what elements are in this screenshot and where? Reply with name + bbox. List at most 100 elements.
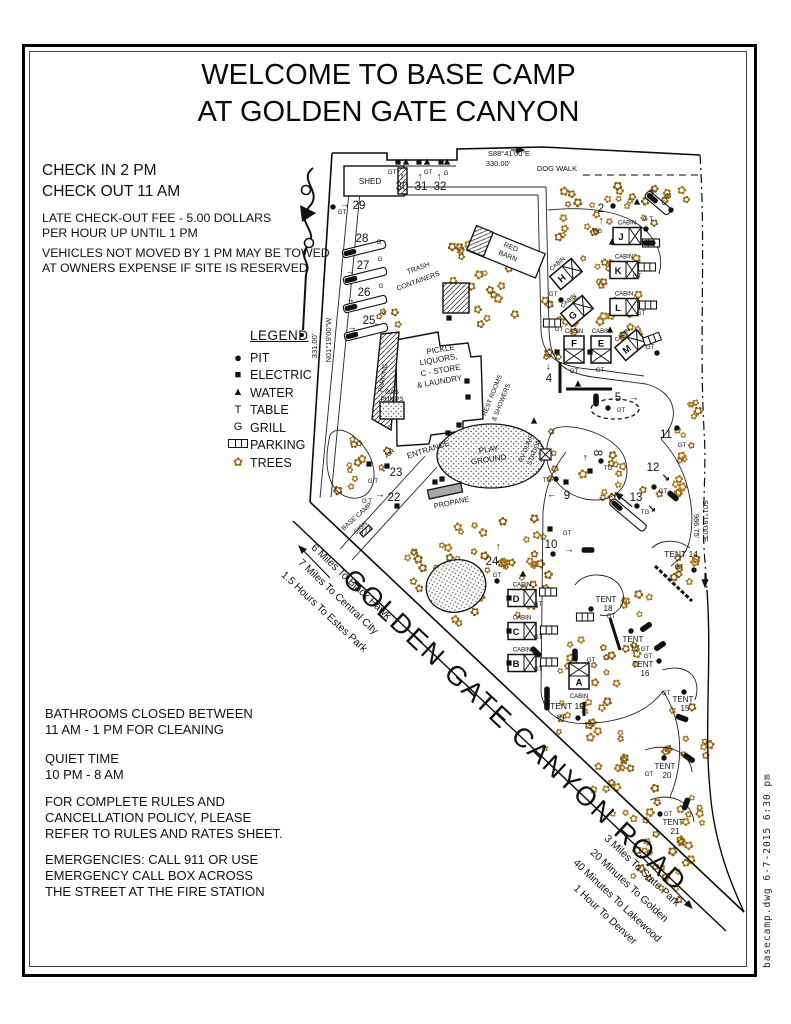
legend-label: WATER [250, 385, 294, 400]
site-number-4: 4 [546, 373, 553, 385]
tree-icon: ✿ [537, 292, 554, 309]
tree-icon: ✿ [661, 191, 673, 202]
electric-marker [587, 349, 593, 355]
electric-icon: ■ [234, 368, 242, 381]
site-number-10: 10 [545, 539, 558, 551]
tree-icon: ✿ [526, 510, 543, 527]
cabin-letter: B [513, 659, 520, 670]
electric-marker [587, 468, 593, 474]
tree-icon: ✿ [602, 652, 611, 663]
tree-icon: ✿ [409, 551, 427, 567]
tree-icon: ✿ [505, 556, 517, 570]
tree-icon: ✿ [684, 399, 696, 410]
cabin-caption: CABIN [614, 327, 632, 343]
legend-item-parking: PARKING [226, 437, 312, 455]
tree-icon: ✿ [354, 452, 370, 466]
grill-table-mark: G [378, 256, 383, 263]
tree-icon: ✿ [632, 643, 643, 655]
map-label: LIQUORS, [419, 352, 458, 368]
tree-icon: ✿ [506, 244, 521, 261]
tree-icon: ✿ [508, 596, 522, 611]
tree-icon: ✿ [648, 186, 655, 196]
vehicle-icon [681, 797, 691, 811]
grill-table-mark: GT [563, 530, 572, 537]
legend-item-grill: G GRILL [226, 419, 312, 437]
tree-icon: ✿ [611, 458, 620, 470]
area-outline [436, 423, 546, 489]
tree-icon: ✿ [610, 760, 626, 776]
tree-icon: ✿ [556, 211, 571, 226]
water-icon: ▲ [232, 386, 244, 399]
parking-pad-icon [575, 612, 595, 622]
parking-pad-icon [542, 318, 562, 328]
tree-icon: ✿ [531, 529, 543, 543]
tree-icon: ✿ [662, 742, 675, 757]
cabin-letter: M [621, 343, 634, 357]
tree-icon: ✿ [640, 836, 653, 850]
tree-icon: ✿ [574, 466, 592, 482]
site-number-26: 26 [358, 287, 371, 299]
grill-table-mark: GT [607, 613, 616, 620]
vehicles-line-2: AT OWNERS EXPENSE IF SITE IS RESERVED [42, 261, 308, 275]
tree-icon: ✿ [589, 723, 606, 740]
vehicle-icon [544, 697, 550, 711]
building [371, 331, 400, 432]
tree-icon: ✿ [625, 341, 636, 356]
title-line-2: AT GOLDEN GATE CANYON [197, 96, 580, 128]
tree-icon: ✿ [631, 585, 647, 603]
tree-icon: ✿ [629, 870, 639, 882]
late-fee-line-1: LATE CHECK-OUT FEE - 5.00 DOLLARS [42, 211, 272, 225]
site-number-11: 11 [660, 429, 672, 441]
site-arrow: → [375, 490, 385, 501]
tree-icon: ✿ [674, 832, 687, 848]
tree-icon: ✿ [603, 257, 618, 271]
tree-icon: ✿ [348, 434, 357, 445]
tree-icon: ✿ [616, 750, 633, 766]
fence [608, 617, 622, 651]
tree-icon: ✿ [556, 713, 565, 725]
tree-icon: ✿ [633, 323, 643, 335]
title-line-1: WELCOME TO BASE CAMP [201, 59, 576, 91]
tree-icon: ✿ [617, 267, 634, 283]
tree-icon: ✿ [619, 755, 630, 768]
tree-icon: ✿ [628, 841, 647, 859]
tree-icon: ✿ [577, 674, 590, 688]
tree-icon: ✿ [529, 558, 540, 569]
emergency-line-3: THE STREET AT THE FIRE STATION [45, 884, 265, 899]
tree-icon: ✿ [496, 555, 513, 570]
cabin-letter: K [615, 266, 622, 277]
vehicle-icon [572, 648, 578, 662]
cabin-caption: CABIN [513, 616, 531, 622]
tree-icon: ✿ [501, 562, 511, 573]
tree-icon: ✿ [623, 321, 636, 333]
pit-marker [494, 578, 500, 584]
tree-icon: ✿ [579, 705, 592, 718]
parking-pad-icon [641, 331, 663, 347]
tree-icon: ✿ [481, 232, 497, 249]
tree-icon: ✿ [626, 812, 641, 825]
tree-icon: ✿ [678, 748, 691, 761]
tree-icon: ✿ [609, 809, 617, 819]
tree-icon: ✿ [618, 594, 631, 607]
tree-icon: ✿ [593, 276, 605, 287]
cabin-letter: L [615, 303, 621, 314]
tree-icon: ✿ [678, 856, 693, 870]
cabin-caption: CABIN [570, 694, 588, 700]
tree-icon: ✿ [388, 305, 402, 320]
map-label: BARN [497, 250, 518, 264]
map-label: STATION [526, 438, 543, 466]
tree-icon: ✿ [533, 556, 548, 573]
tree-icon: ✿ [649, 828, 661, 842]
map-label: C - STORE [420, 363, 461, 379]
cabin-caption: CABIN [549, 256, 567, 272]
tent-site-label: TENT [673, 695, 694, 704]
interior-road [546, 426, 628, 501]
site-arrow: ↑ [496, 542, 501, 553]
tree-icon: ✿ [512, 609, 525, 622]
electric-marker [563, 479, 569, 485]
tree-icon: ✿ [642, 803, 658, 821]
tree-icon: ✿ [626, 191, 638, 204]
